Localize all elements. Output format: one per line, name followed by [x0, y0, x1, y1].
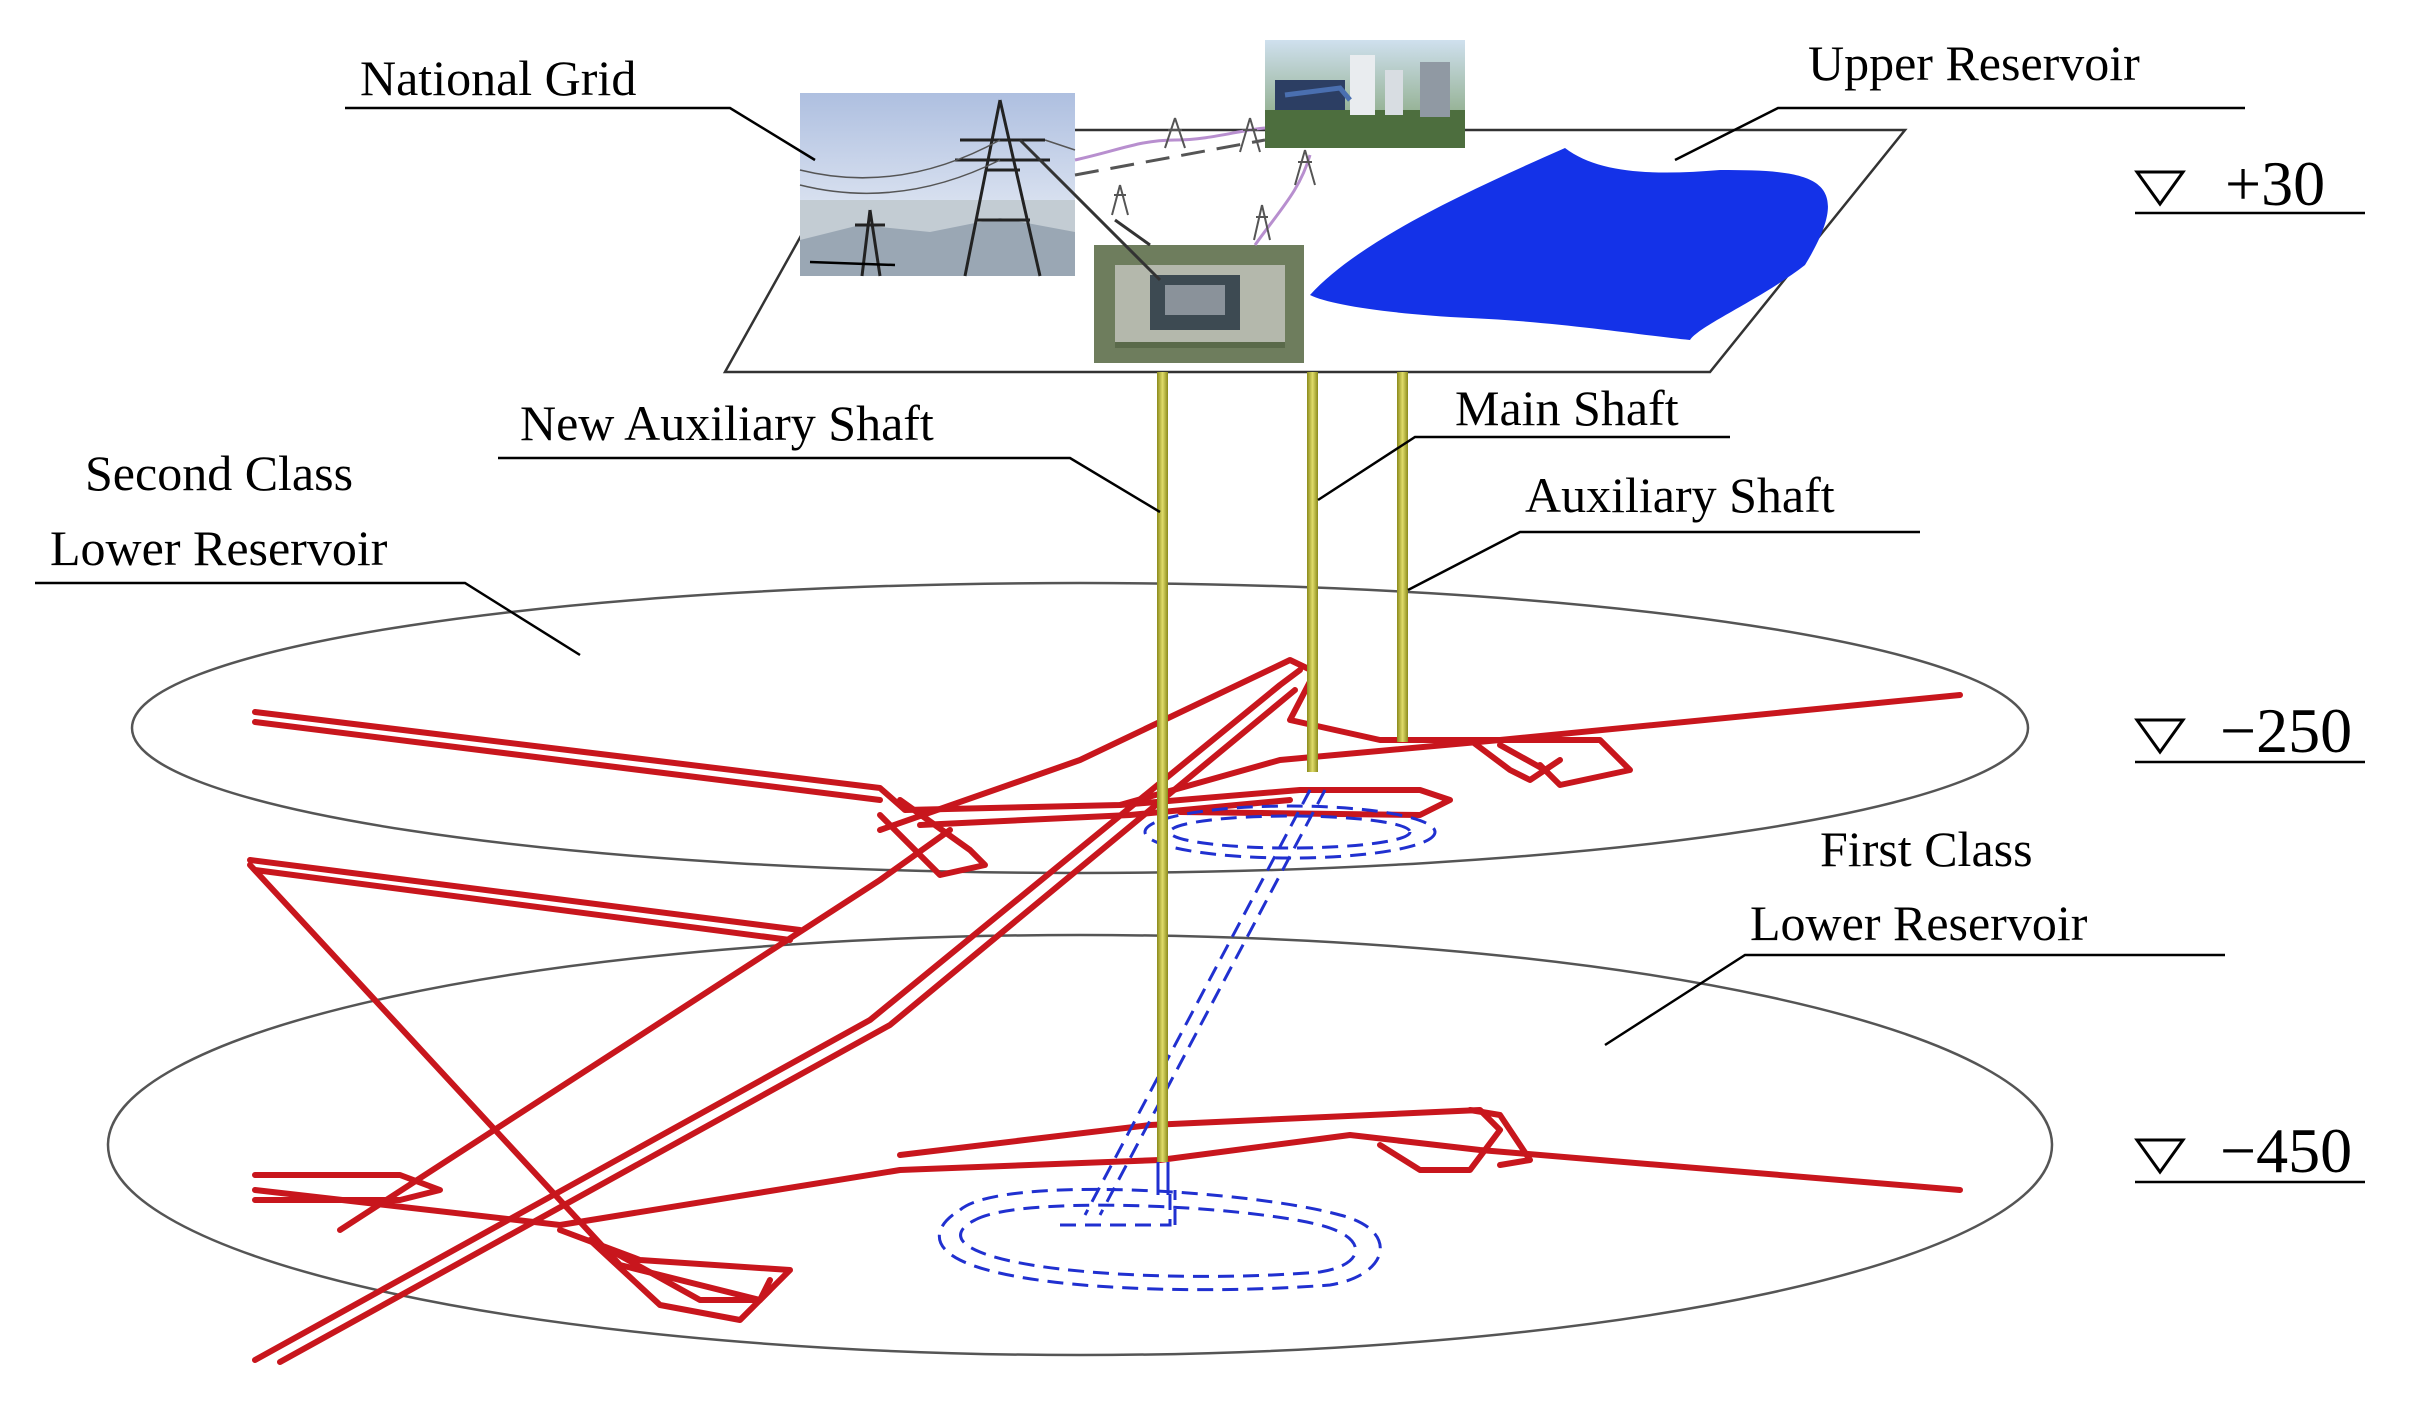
label-second-class-line2: Lower Reservoir: [50, 520, 388, 576]
elevation-top: +30: [2225, 148, 2325, 219]
leader-auxiliary-shaft: [1407, 530, 1920, 592]
elevation-markers: [2134, 170, 2186, 1175]
roadway-upper-branch-lower: [917, 797, 1293, 828]
lower-storage-loop: [937, 1187, 1382, 1292]
triangle-icon: [2134, 718, 2186, 755]
elevation-middle: −250: [2220, 695, 2352, 766]
roadway-upper-left-branch-2: [252, 719, 883, 803]
transmission-lines: [1018, 126, 1312, 282]
lower-storage-loop-inner: [959, 1203, 1358, 1278]
auxiliary-shaft-tube: [1397, 372, 1408, 742]
shafts: [1157, 372, 1408, 1162]
roadway-diagonal-down: [247, 862, 773, 1303]
elevation-bottom: −450: [2220, 1115, 2352, 1186]
new-auxiliary-shaft-tube: [1157, 372, 1168, 1162]
first-class-reservoir-ellipse: [106, 933, 2054, 1357]
label-national-grid: National Grid: [360, 50, 636, 106]
leader-national-grid-2: [809, 260, 896, 267]
substation-photo: [1094, 245, 1304, 363]
roadway-main-incline: [252, 667, 1303, 1363]
second-class-reservoir-ellipse: [130, 581, 2030, 875]
roadway-lower-right-loop: [1467, 1107, 1533, 1168]
label-first-class-line2: Lower Reservoir: [1750, 895, 2088, 951]
leader-lines: [35, 106, 2365, 1184]
lower-shaft-stub: [1156, 1162, 1170, 1195]
inclined-pipe-1: [1083, 789, 1312, 1216]
label-auxiliary-shaft: Auxiliary Shaft: [1525, 467, 1835, 523]
roadway-upper-incline: [877, 657, 1633, 833]
label-second-class-line1: Second Class: [85, 445, 353, 501]
roadway-upper-right-loop: [1467, 737, 1563, 783]
main-shaft-tube: [1307, 372, 1318, 772]
national-grid-photo: [799, 93, 1076, 277]
leader-new-auxiliary-shaft: [498, 456, 1161, 514]
roadway-lower-left-loop: [557, 1227, 793, 1303]
power-plant-photo: [1265, 40, 1465, 148]
roadway-cross-incline: [337, 827, 953, 1233]
roadway-lower-upper-track: [897, 1107, 1503, 1173]
leader-upper-reservoir: [1674, 106, 2245, 162]
lower-storage-connector: [1060, 1190, 1177, 1227]
leader-national-grid: [345, 106, 816, 162]
roadway-network: [247, 657, 1963, 1365]
upper-storage-loop-inner: [1168, 814, 1412, 850]
water-storage-dashed: [937, 789, 1437, 1292]
roadway-left-incline: [247, 857, 803, 943]
label-first-class-line1: First Class: [1820, 821, 2033, 877]
pylon-icons: [1111, 117, 1316, 241]
label-upper-reservoir: Upper Reservoir: [1808, 35, 2140, 91]
inclined-pipe-2: [1098, 789, 1327, 1216]
roadway-lower-base: [587, 1237, 773, 1323]
leader-second-class: [35, 581, 581, 657]
roadway-upper-deck: [1117, 787, 1453, 818]
label-new-auxiliary-shaft: New Auxiliary Shaft: [520, 395, 934, 451]
leader-first-class: [1604, 953, 2225, 1047]
leader-main-shaft: [1317, 435, 1730, 502]
upper-reservoir-water: [1310, 148, 1828, 340]
label-main-shaft: Main Shaft: [1455, 380, 1679, 436]
triangle-icon: [2134, 1138, 2186, 1175]
triangle-icon: [2134, 170, 2186, 207]
roadway-lower-left: [252, 1172, 443, 1203]
